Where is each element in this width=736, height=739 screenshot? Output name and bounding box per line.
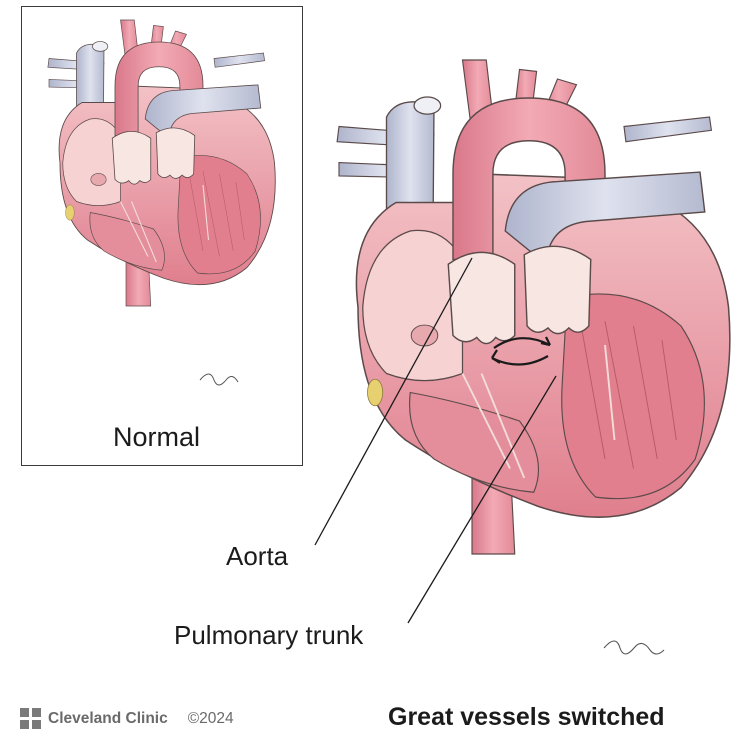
aorta-label: Aorta — [226, 541, 288, 572]
caption: Great vessels switched — [388, 703, 665, 732]
normal-label: Normal — [113, 422, 200, 453]
brand-name: Cleveland Clinic — [48, 710, 168, 728]
pulmonary-trunk-label: Pulmonary trunk — [174, 620, 363, 651]
switched-heart — [337, 60, 730, 554]
normal-heart — [48, 20, 275, 306]
artist-signature — [200, 374, 238, 385]
artist-signature — [604, 641, 664, 654]
footer: Cleveland Clinic ©2024 — [20, 708, 234, 730]
cleveland-clinic-logo-icon — [20, 708, 42, 730]
copyright: ©2024 — [188, 710, 234, 728]
